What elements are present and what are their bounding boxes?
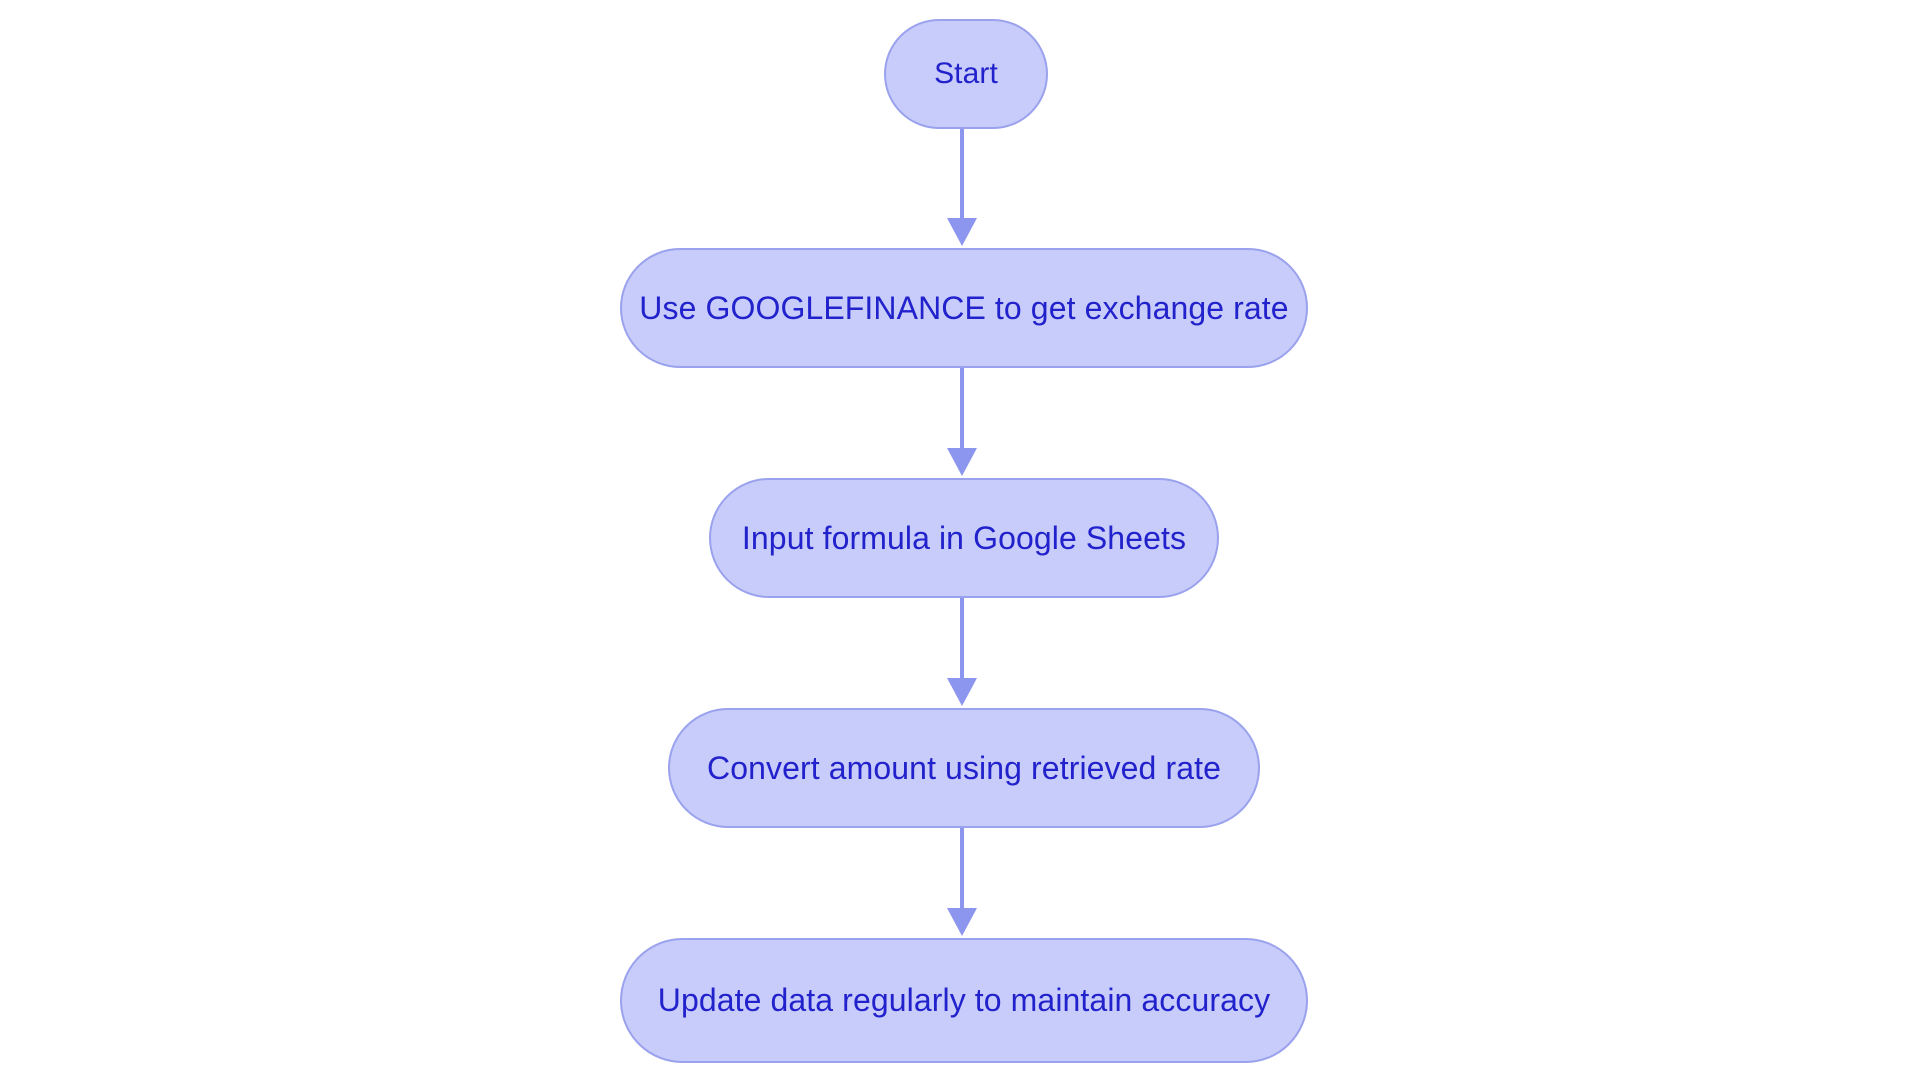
arrowhead-step1-to-step2: [947, 448, 977, 476]
connector-line-step3-to-step4: [960, 828, 964, 910]
connector-line-step2-to-step3: [960, 598, 964, 680]
flow-node-start[interactable]: Start: [884, 19, 1048, 129]
flow-node-input-formula[interactable]: Input formula in Google Sheets: [709, 478, 1219, 598]
arrowhead-start-to-step1: [947, 218, 977, 246]
connector-line-step1-to-step2: [960, 368, 964, 450]
arrowhead-step2-to-step3: [947, 678, 977, 706]
flow-node-update-data[interactable]: Update data regularly to maintain accura…: [620, 938, 1308, 1063]
connector-line-start-to-step1: [960, 129, 964, 220]
arrowhead-step3-to-step4: [947, 908, 977, 936]
flow-node-convert-amount[interactable]: Convert amount using retrieved rate: [668, 708, 1260, 828]
flow-node-use-googlefinance[interactable]: Use GOOGLEFINANCE to get exchange rate: [620, 248, 1308, 368]
